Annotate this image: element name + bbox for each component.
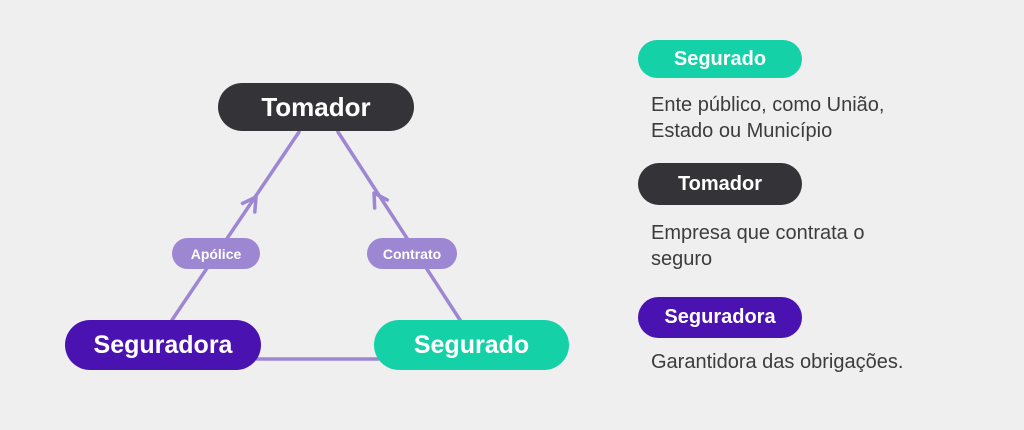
edge-label-apolice: Apólice <box>172 238 260 269</box>
edge-segurado-tomador <box>336 130 462 322</box>
node-tomador: Tomador <box>218 83 414 131</box>
edge-seguradora-tomador <box>170 130 301 322</box>
node-seguradora: Seguradora <box>65 320 261 370</box>
legend-pill-tomador: Tomador <box>638 163 802 205</box>
legend-description-segurado: Ente público, como União, Estado ou Muni… <box>651 94 885 142</box>
legend-description-seguradora: Garantidora das obrigações. <box>651 351 904 373</box>
legend-description-tomador: Empresa que contrata o seguro <box>651 222 865 270</box>
arrowhead-segurado-tomador-icon <box>372 191 390 210</box>
legend-pill-seguradora: Seguradora <box>638 297 802 338</box>
node-segurado: Segurado <box>374 320 569 370</box>
edge-label-contrato: Contrato <box>367 238 457 269</box>
arrowhead-seguradora-tomador-icon <box>240 195 258 214</box>
legend-pill-segurado: Segurado <box>638 40 802 78</box>
